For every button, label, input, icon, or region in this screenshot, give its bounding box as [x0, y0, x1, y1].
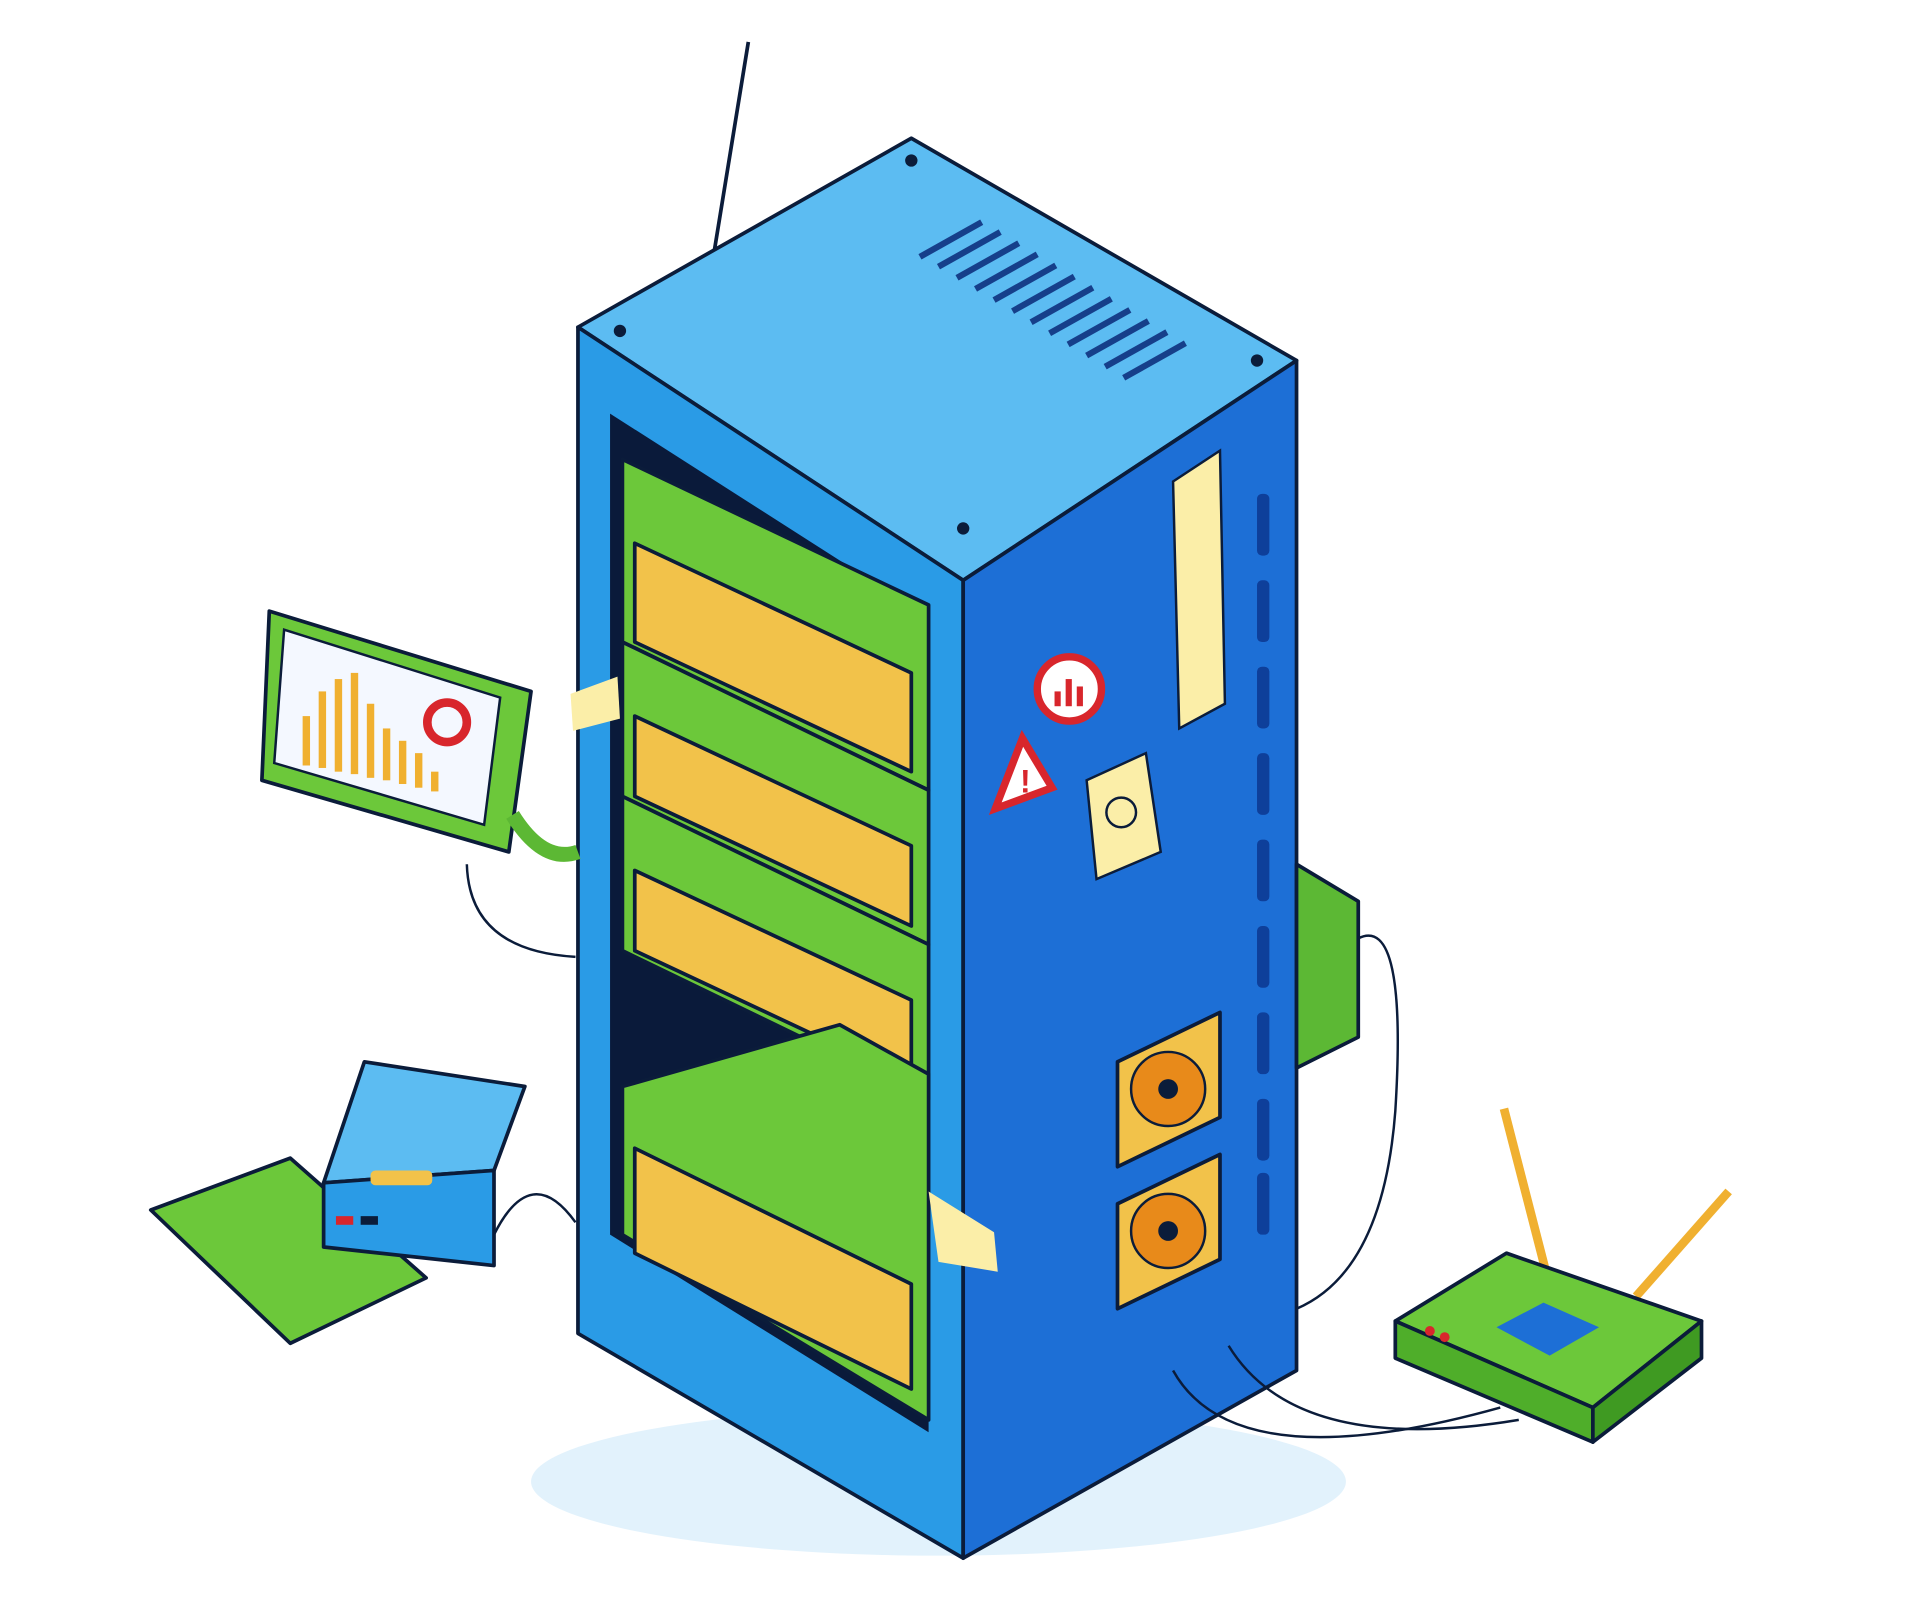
- fan-icon: [1115, 1152, 1222, 1311]
- tape: [928, 1191, 998, 1272]
- svg-text:!: !: [1020, 764, 1031, 800]
- server-units: [620, 457, 931, 1422]
- tape: [570, 676, 620, 731]
- power-box: [1294, 862, 1361, 1070]
- bar-chart-icon: [1033, 653, 1106, 725]
- mini-server: [321, 1059, 527, 1268]
- server-unit: [620, 457, 931, 793]
- top-vent: [918, 219, 1187, 381]
- monitor-icon: [260, 609, 581, 959]
- sun-note-icon: [1085, 751, 1163, 881]
- fan-icon: [1115, 1010, 1222, 1169]
- server-unit: [620, 1022, 931, 1422]
- router-icon: [1393, 1107, 1732, 1444]
- side-slots: [1257, 493, 1270, 1235]
- screws: [613, 154, 1264, 535]
- sticky-note: [1171, 448, 1227, 731]
- cables: [492, 934, 1519, 1439]
- warning-icon: !: [988, 729, 1058, 816]
- external-drive: [148, 1156, 428, 1346]
